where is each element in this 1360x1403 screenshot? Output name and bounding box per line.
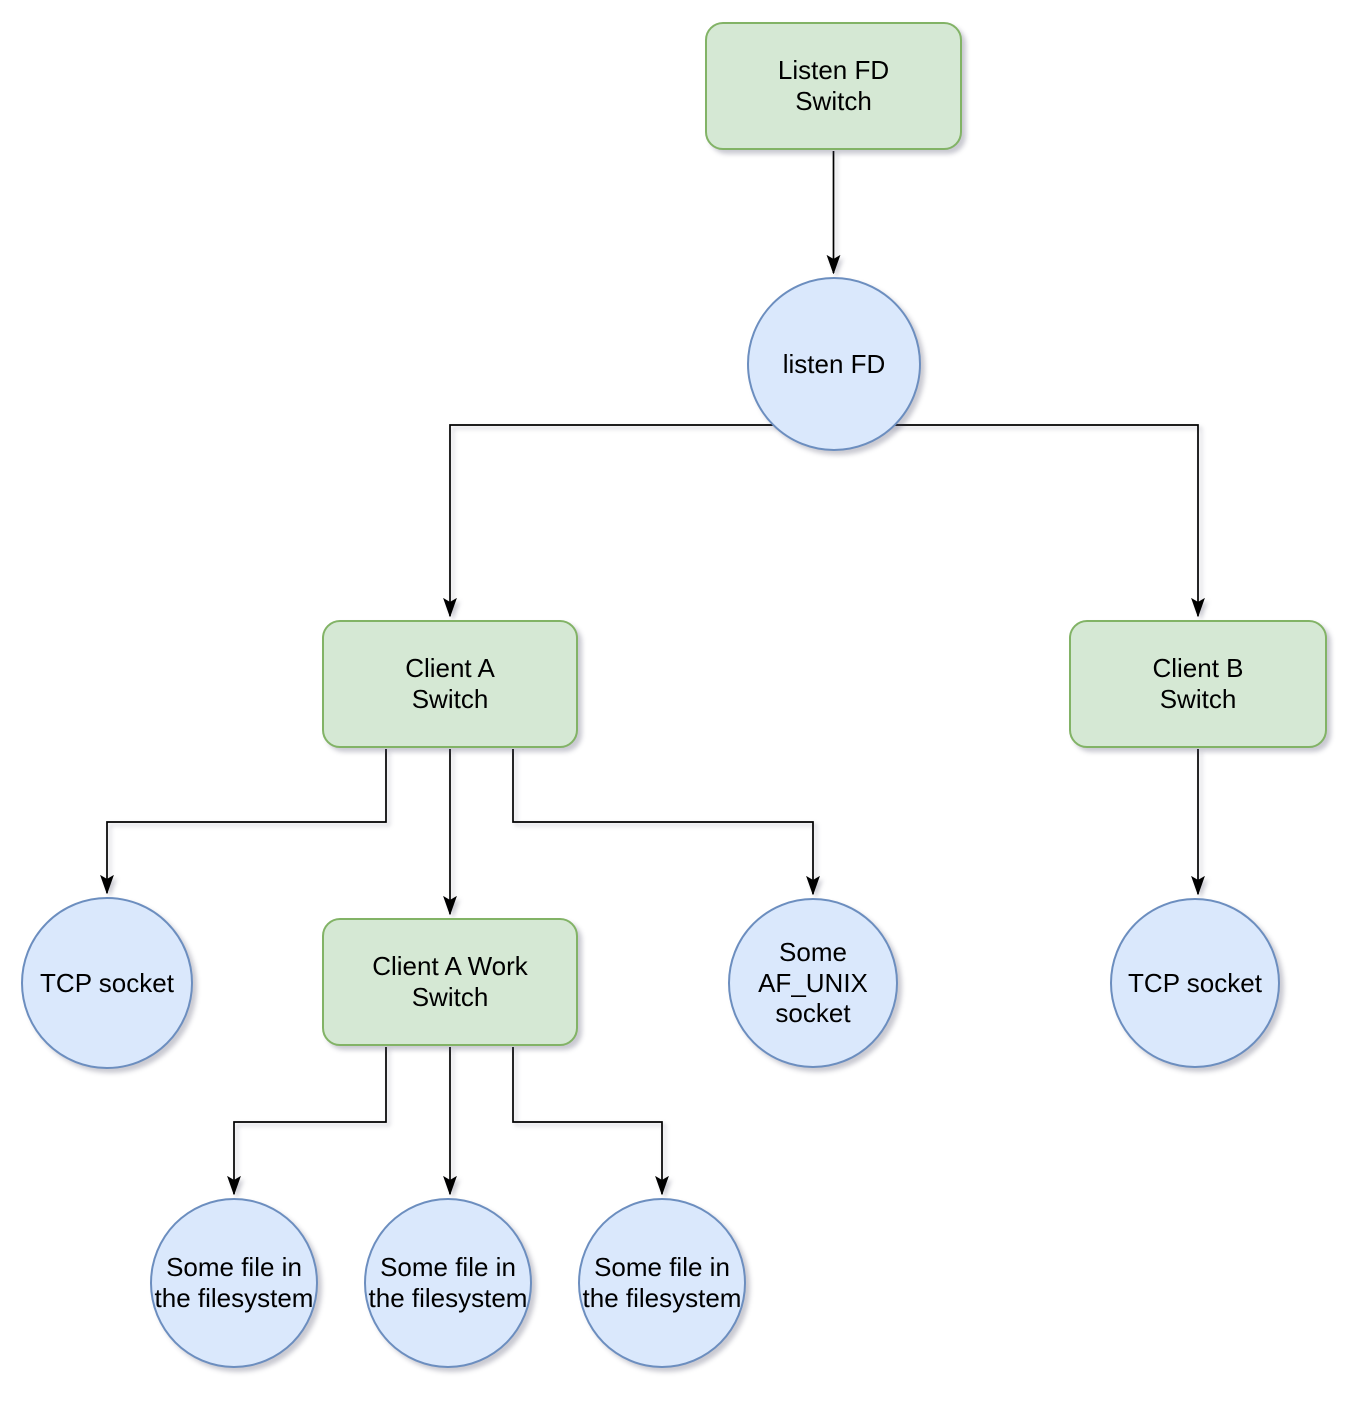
node-listen-fd-switch: Listen FD Switch bbox=[705, 22, 962, 150]
node-client-a-switch: Client A Switch bbox=[322, 620, 578, 748]
node-af-unix-socket-label: Some AF_UNIX socket bbox=[758, 936, 868, 1029]
edge-work-switch-to-file-1 bbox=[234, 1047, 387, 1194]
node-tcp-socket-b-label: TCP socket bbox=[1128, 967, 1262, 998]
edge-work-switch-to-file-3 bbox=[512, 1047, 662, 1194]
node-file-2: Some file in the filesystem bbox=[364, 1198, 532, 1368]
node-tcp-socket-a-label: TCP socket bbox=[40, 967, 174, 998]
node-file-1: Some file in the filesystem bbox=[150, 1198, 318, 1368]
node-client-b-switch: Client B Switch bbox=[1069, 620, 1327, 748]
node-client-a-switch-label: Client A Switch bbox=[405, 653, 495, 714]
node-file-3-label: Some file in the filesystem bbox=[582, 1252, 742, 1313]
node-client-a-work-switch: Client A Work Switch bbox=[322, 918, 578, 1046]
node-listen-fd-label: listen FD bbox=[782, 348, 886, 379]
node-file-3: Some file in the filesystem bbox=[578, 1198, 746, 1368]
node-tcp-socket-a: TCP socket bbox=[21, 897, 193, 1069]
node-listen-fd: listen FD bbox=[747, 277, 921, 451]
node-client-b-switch-label: Client B Switch bbox=[1152, 653, 1244, 714]
edge-client-a-switch-to-af-unix-socket bbox=[512, 749, 813, 894]
edge-listen-fd-to-client-b-switch bbox=[834, 424, 1198, 616]
node-file-2-label: Some file in the filesystem bbox=[368, 1252, 528, 1313]
node-af-unix-socket: Some AF_UNIX socket bbox=[728, 898, 898, 1068]
node-listen-fd-switch-label: Listen FD Switch bbox=[777, 55, 890, 116]
edge-listen-fd-to-client-a-switch bbox=[450, 424, 834, 616]
edge-client-a-switch-to-tcp-socket-a bbox=[107, 749, 387, 893]
node-tcp-socket-b: TCP socket bbox=[1110, 898, 1280, 1068]
node-file-1-label: Some file in the filesystem bbox=[154, 1252, 314, 1313]
node-client-a-work-switch-label: Client A Work Switch bbox=[372, 951, 528, 1012]
